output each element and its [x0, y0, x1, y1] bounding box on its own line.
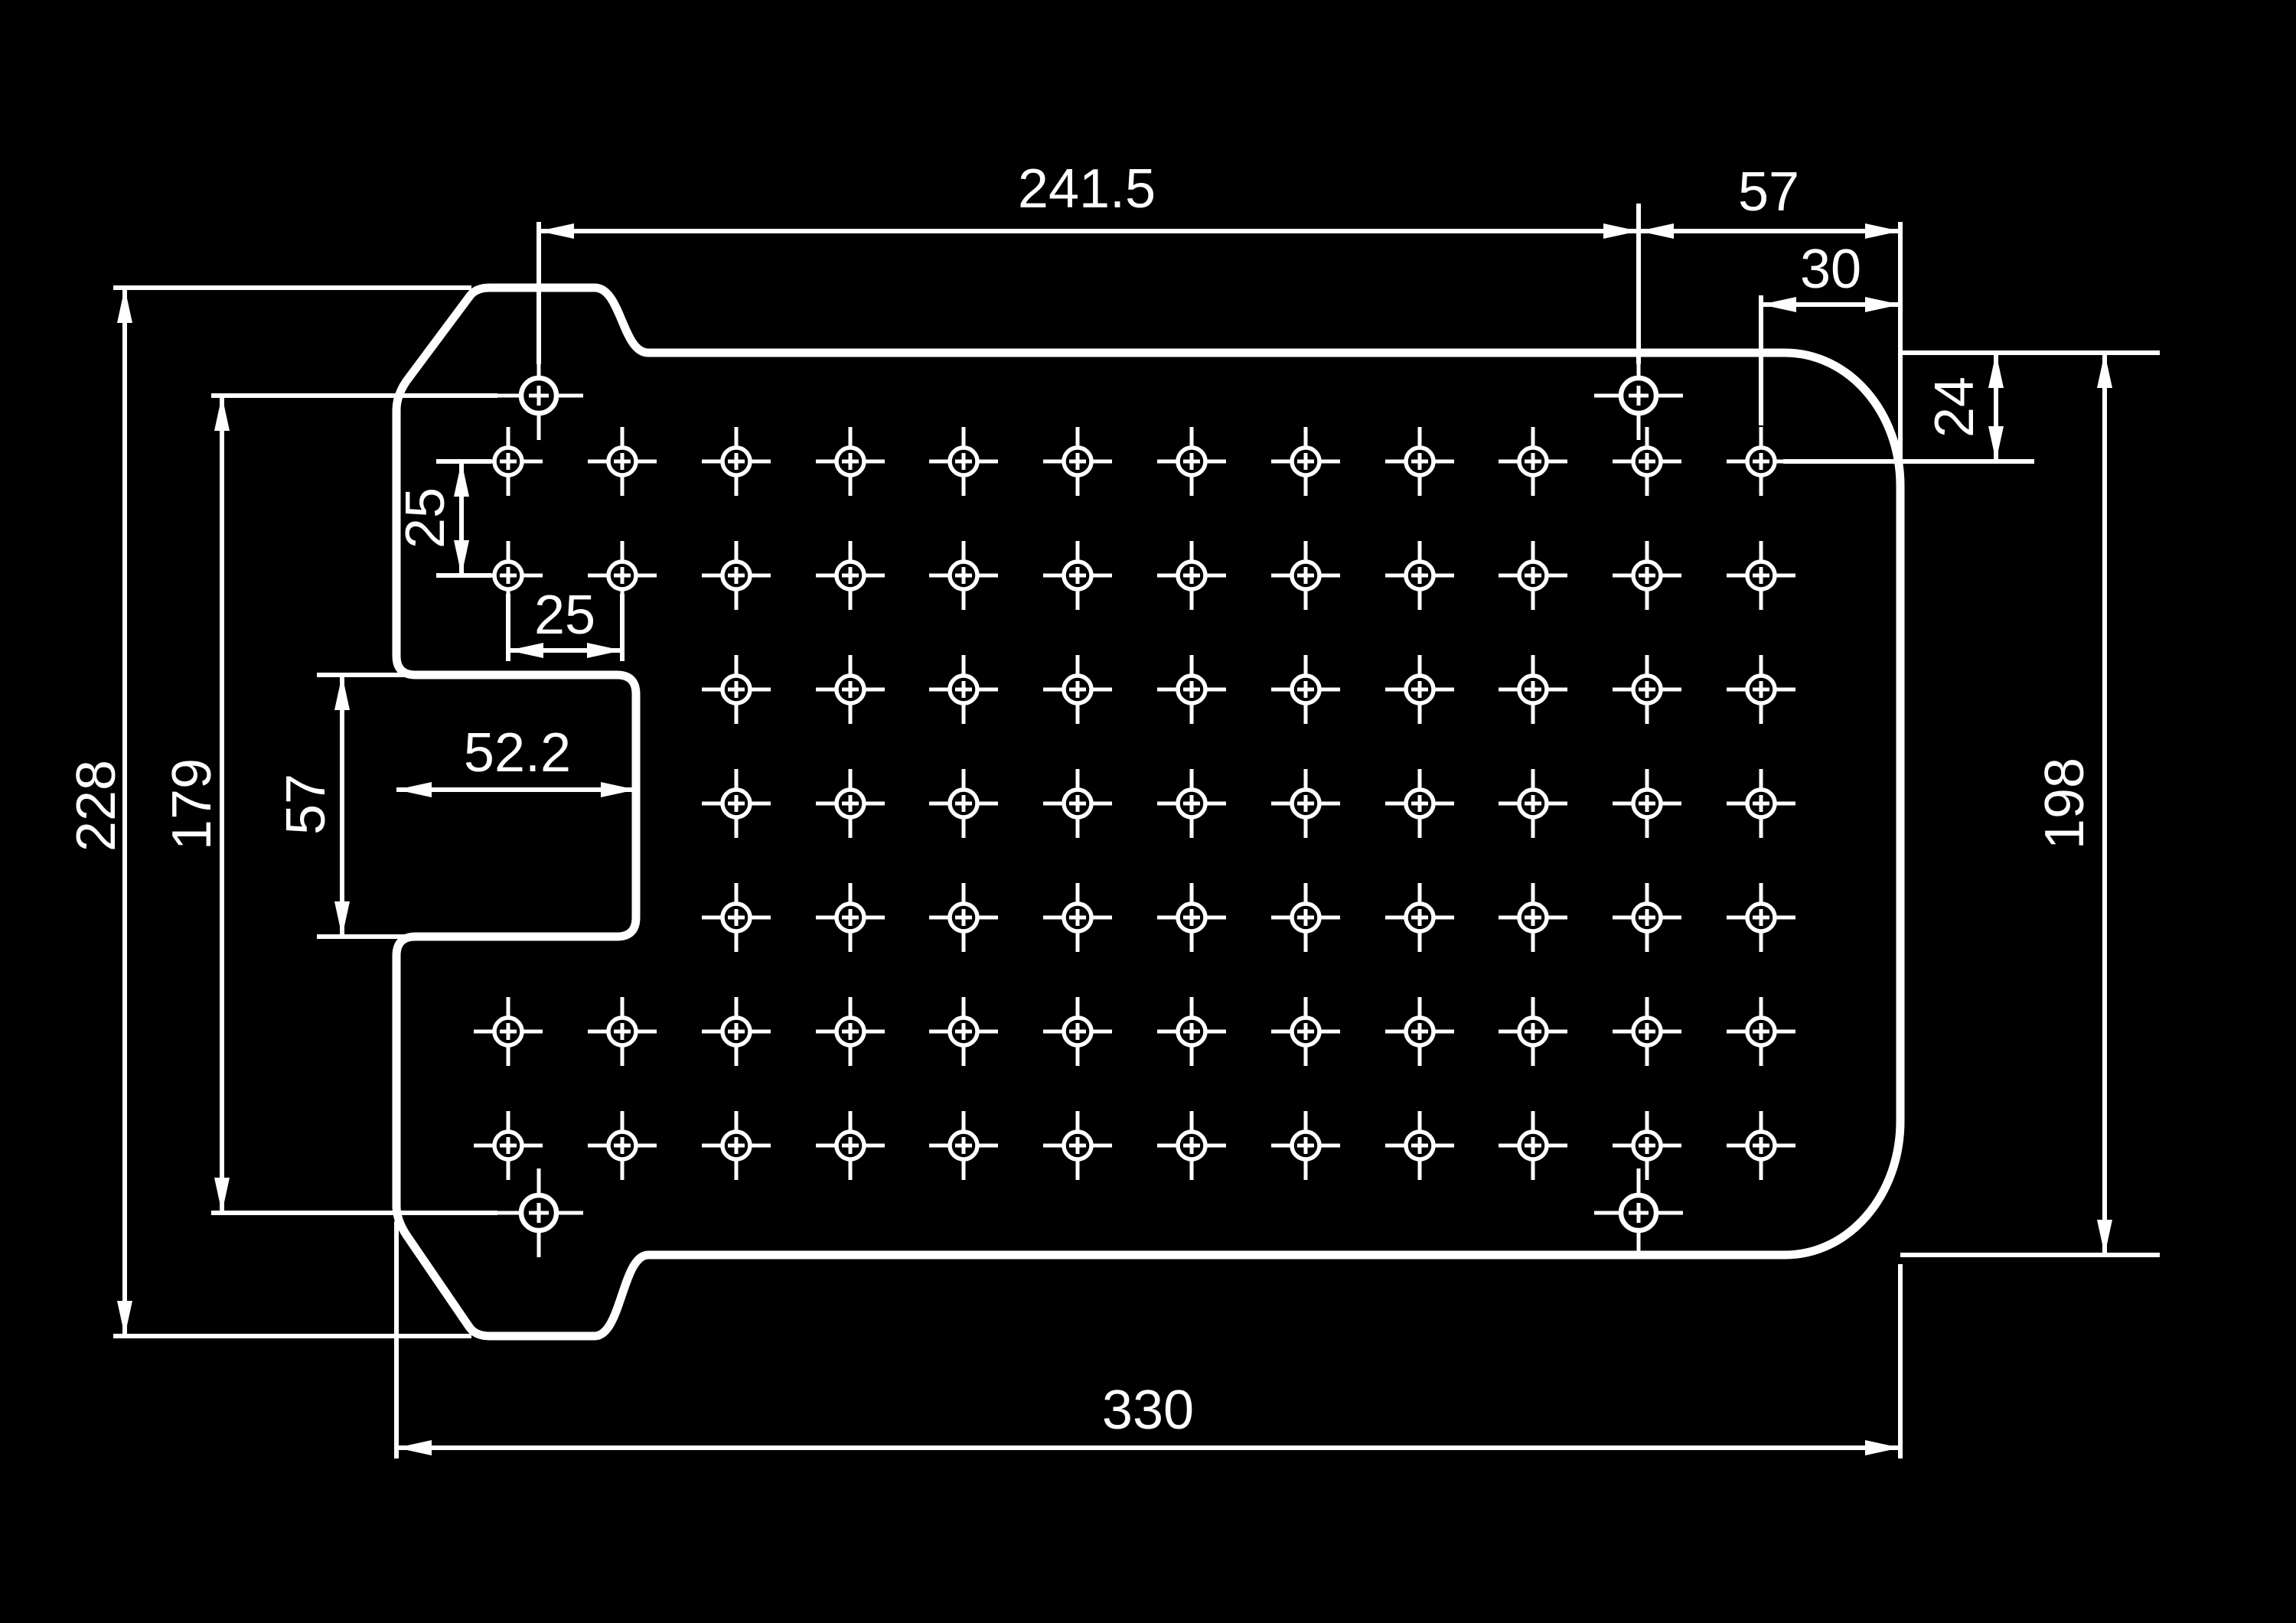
dim-top-margin-24-arrow-top — [1988, 353, 2004, 388]
dim-bighole-spacing-label: 179 — [161, 758, 223, 850]
dim-body-height-label: 198 — [2034, 758, 2095, 849]
dim-top-right-30-arrow-left — [1761, 297, 1796, 312]
dim-top-span-arrow-right — [1603, 223, 1639, 239]
plate-outline — [392, 283, 1905, 1341]
dim-bighole-spacing-arrow-bottom — [214, 1178, 230, 1213]
dim-overall-width-arrow-right — [1865, 1440, 1900, 1455]
dim-overall-width-label: 330 — [1102, 1380, 1194, 1441]
dim-top-right-57-arrow-left — [1639, 223, 1674, 239]
dim-hole-pitch-y-label: 25 — [395, 487, 456, 549]
dim-overall-width-arrow-left — [396, 1440, 432, 1455]
dim-top-right-30-label: 30 — [1800, 239, 1861, 300]
dim-overall-height-arrow-bottom — [117, 1301, 132, 1336]
dim-notch-height-arrow-top — [334, 675, 350, 710]
dim-hole-pitch-y-arrow-top — [454, 461, 469, 497]
dim-top-margin-24-arrow-bottom — [1988, 426, 2004, 461]
dim-hole-pitch-x-label: 25 — [534, 585, 595, 646]
dim-body-height-arrow-top — [2097, 353, 2112, 388]
dim-hole-pitch-x-arrow-right — [587, 643, 622, 658]
dim-hole-pitch-y-arrow-bottom — [454, 540, 469, 575]
dim-notch-depth-arrow-right — [601, 782, 636, 797]
dim-overall-height-label: 228 — [66, 760, 127, 852]
dim-top-margin-24-label: 24 — [1924, 376, 1985, 438]
dim-top-span-arrow-left — [539, 223, 574, 239]
dim-overall-height-arrow-top — [117, 288, 132, 323]
dim-top-right-57-arrow-right — [1865, 223, 1900, 239]
dim-top-span-label: 241.5 — [1018, 158, 1156, 220]
dim-hole-pitch-x-arrow-left — [508, 643, 543, 658]
dim-top-right-57-label: 57 — [1738, 161, 1799, 223]
dim-body-height-arrow-bottom — [2097, 1220, 2112, 1255]
dim-notch-height-label: 57 — [276, 774, 337, 835]
dim-top-right-30-arrow-right — [1865, 297, 1900, 312]
dim-notch-depth-arrow-left — [396, 782, 432, 797]
dim-bighole-spacing-arrow-top — [214, 396, 230, 431]
dim-notch-depth-label: 52.2 — [464, 722, 571, 784]
dim-notch-height-arrow-bottom — [334, 901, 350, 937]
